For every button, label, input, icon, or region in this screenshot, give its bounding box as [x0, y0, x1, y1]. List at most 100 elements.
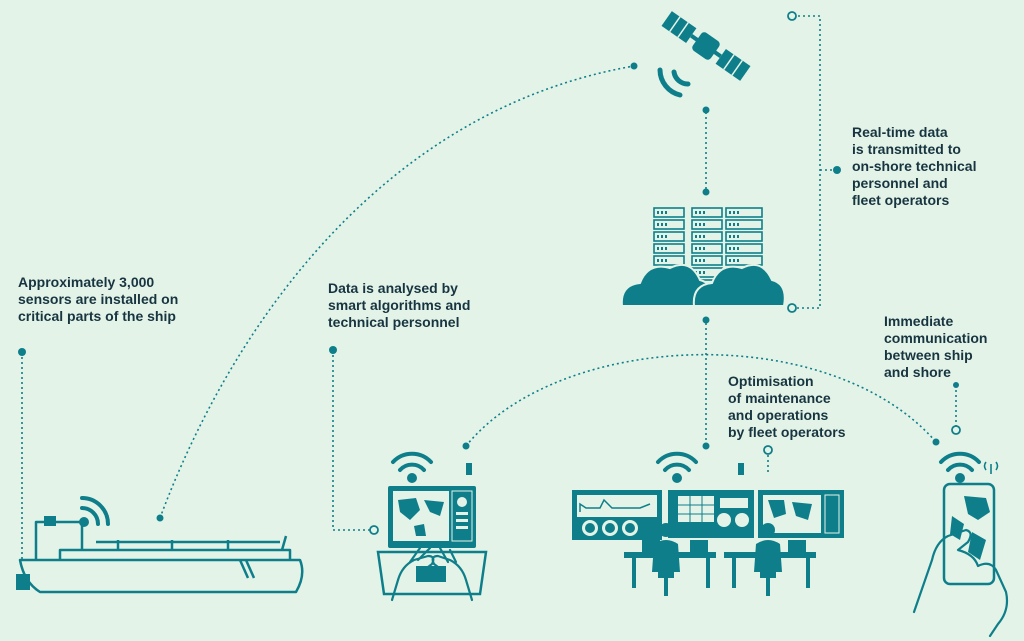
server-light	[737, 235, 739, 238]
ship-wifi-icon	[79, 496, 110, 527]
server-unit	[653, 219, 685, 230]
smartphone-icon	[912, 451, 1009, 638]
server-unit	[691, 231, 723, 242]
server-unit	[691, 243, 723, 254]
server-light	[729, 235, 731, 238]
ship-icon	[16, 516, 304, 594]
immediate-communication-label: Immediate communication between ship and…	[884, 313, 988, 380]
connector-lines	[21, 15, 957, 568]
server-light	[703, 259, 705, 262]
server-light	[737, 259, 739, 262]
server-light	[737, 247, 739, 250]
phone-wifi-icon	[939, 451, 981, 483]
server-unit	[725, 255, 763, 266]
dot-analysed	[329, 346, 337, 354]
server-light	[699, 235, 701, 238]
server-light	[657, 223, 659, 226]
server-light	[661, 259, 663, 262]
typing-hands	[390, 546, 474, 602]
server-light	[695, 211, 697, 214]
ring-laptop	[369, 525, 379, 535]
dot-sensors	[18, 348, 26, 356]
dot-arc-end	[630, 62, 638, 70]
dot-immediate	[953, 382, 959, 388]
server-unit	[725, 219, 763, 230]
server-light	[703, 247, 705, 250]
server-light	[657, 235, 659, 238]
server-light	[657, 211, 659, 214]
ring-bracket-top	[787, 11, 797, 21]
server-light	[695, 223, 697, 226]
server-light	[703, 211, 705, 214]
server-unit	[725, 207, 763, 218]
server-unit	[691, 207, 723, 218]
server-light	[703, 271, 705, 274]
server-light	[695, 247, 697, 250]
realtime-label: Real-time data is transmitted to on-shor…	[852, 124, 977, 208]
server-unit	[691, 219, 723, 230]
server-unit	[725, 231, 763, 242]
server-cloud-icon	[620, 207, 786, 307]
ring-optimise	[763, 445, 773, 455]
operator-right	[754, 523, 782, 596]
server-unit	[653, 207, 685, 218]
server-light	[733, 259, 735, 262]
server-light	[729, 247, 731, 250]
server-light	[729, 211, 731, 214]
dot-server-top	[702, 188, 710, 196]
server-light	[699, 223, 701, 226]
server-light	[657, 259, 659, 262]
dot-satellite-bottom	[702, 106, 710, 114]
server-light	[657, 247, 659, 250]
server-light	[699, 211, 701, 214]
ship-deck	[58, 548, 292, 560]
server-light	[737, 223, 739, 226]
ship-bridge	[34, 520, 84, 560]
server-light	[733, 223, 735, 226]
holding-hand	[912, 528, 1009, 638]
server-light	[665, 211, 667, 214]
server-light	[695, 235, 697, 238]
server-light	[699, 247, 701, 250]
server-light	[703, 223, 705, 226]
server-unit	[691, 255, 723, 266]
server-unit	[653, 243, 685, 254]
operator-left	[652, 523, 680, 596]
dot-phone-top	[932, 438, 940, 446]
server-light	[699, 259, 701, 262]
sensors-label: Approximately 3,000 sensors are installe…	[18, 274, 179, 324]
dot-realtime	[833, 166, 841, 174]
server-unit	[653, 255, 685, 266]
dot-laptop-top	[462, 442, 470, 450]
server-light	[729, 223, 731, 226]
dot-server-bottom	[702, 316, 710, 324]
optimisation-label: Optimisation of maintenance and operatio…	[728, 373, 846, 440]
server-light	[661, 223, 663, 226]
server-light	[729, 259, 731, 262]
server-light	[661, 235, 663, 238]
control-room-icon	[572, 451, 844, 596]
laptop-icon	[376, 451, 488, 602]
server-unit	[725, 243, 763, 254]
antenna-icon	[983, 461, 999, 474]
control-wifi-icon	[656, 451, 698, 483]
ship-hull	[18, 558, 304, 594]
server-light	[699, 271, 701, 274]
server-light	[661, 247, 663, 250]
ship-propeller	[16, 574, 30, 590]
server-light	[661, 211, 663, 214]
analysed-label: Data is analysed by smart algorithms and…	[328, 280, 471, 330]
connector-dots	[18, 62, 959, 522]
server-unit	[653, 231, 685, 242]
server-light	[695, 259, 697, 262]
server-light	[733, 247, 735, 250]
server-light	[665, 247, 667, 250]
ring-bracket-bottom	[787, 303, 797, 313]
realtime-bracket-line	[793, 15, 821, 309]
dot-arc-start	[156, 514, 164, 522]
communication-arc	[465, 353, 937, 447]
dot-control-top	[702, 442, 710, 450]
server-light	[703, 235, 705, 238]
server-light	[665, 223, 667, 226]
